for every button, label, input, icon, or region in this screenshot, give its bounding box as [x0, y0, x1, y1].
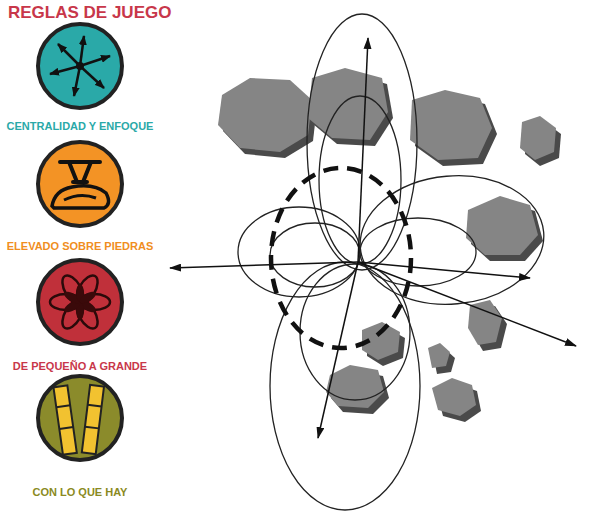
rule-label: CON LO QUE HAY: [0, 486, 160, 498]
rock: [428, 343, 450, 368]
rock: [218, 78, 312, 152]
icon-arrow: [80, 36, 84, 66]
rock: [520, 116, 556, 160]
icon-shape: [34, 372, 126, 464]
icon-circle: [38, 142, 122, 226]
petal-loop: [355, 168, 549, 312]
axis-arrow: [170, 262, 358, 268]
petal-loops: [238, 14, 549, 510]
rule-icon: ELEVADO SOBRE PIEDRAS: [0, 138, 160, 252]
petal-loop: [270, 223, 360, 287]
axis-arrow: [358, 262, 530, 278]
icon-table: [60, 162, 100, 182]
icon-arrow: [80, 66, 104, 88]
axis-arrow: [358, 38, 368, 262]
axis-arrow: [358, 262, 576, 346]
icon-circle: [38, 24, 122, 108]
rock: [308, 68, 388, 140]
icon-circle: [38, 260, 122, 344]
icon-bamboo: [82, 385, 104, 454]
rock: [326, 365, 384, 408]
petal-loop: [360, 218, 476, 286]
icon-shape: [34, 20, 126, 112]
icon-arrow: [50, 66, 80, 74]
rule-icon: CON LO QUE HAY: [0, 372, 160, 498]
icon-rock: [52, 186, 109, 208]
petal-loop: [270, 262, 420, 510]
icon-bamboo-node: [85, 427, 99, 429]
axis-arrows: [170, 38, 576, 438]
rock: [410, 90, 492, 160]
rule-icon: DE PEQUEÑO A GRANDE: [0, 256, 160, 372]
icon-arrow: [80, 56, 110, 66]
petal-loop: [300, 264, 410, 400]
petal-loop: [238, 207, 360, 297]
icon-arrow: [74, 66, 80, 96]
icon-bamboo-node: [88, 405, 102, 407]
rocks: [218, 68, 556, 416]
icon-arrow: [58, 44, 80, 66]
rock: [466, 196, 538, 255]
icon-rock-line: [64, 195, 96, 200]
icon-bamboo-node: [59, 427, 73, 429]
icon-dot: [76, 62, 84, 70]
icon-bamboo-node: [56, 405, 70, 407]
rock: [432, 378, 476, 416]
axis-arrow: [318, 262, 358, 438]
rule-icon: CENTRALIDAD Y ENFOQUE: [0, 20, 160, 132]
rule-label: CENTRALIDAD Y ENFOQUE: [0, 120, 160, 132]
icon-shape: [34, 256, 126, 348]
title: REGLAS DE JUEGO: [8, 3, 171, 23]
dashed-circle: [271, 168, 411, 348]
icon-circle: [38, 376, 122, 460]
rule-label: DE PEQUEÑO A GRANDE: [0, 360, 160, 372]
icon-petal: [78, 290, 98, 306]
icon-bamboo: [53, 385, 76, 454]
rule-label: ELEVADO SOBRE PIEDRAS: [0, 240, 160, 252]
icon-shape: [34, 138, 126, 230]
